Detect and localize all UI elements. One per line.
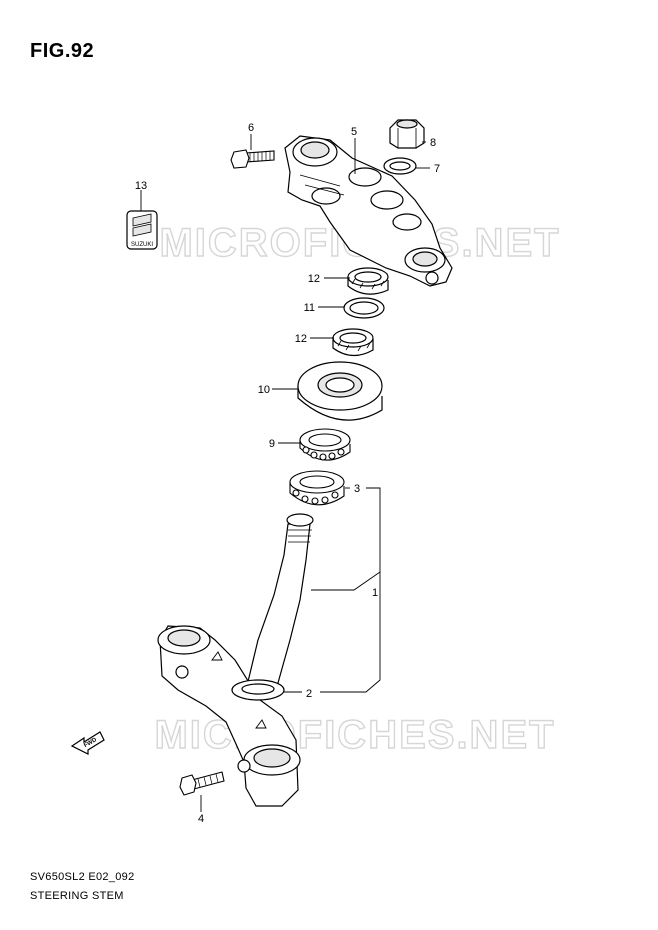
callout-8[interactable]: 8 bbox=[430, 137, 436, 149]
lower-bearing[interactable] bbox=[289, 470, 345, 506]
watermark-bottom: MICROFICHES.NET bbox=[154, 713, 555, 757]
washer-upper[interactable] bbox=[383, 157, 417, 175]
bolt-upper[interactable] bbox=[230, 149, 275, 169]
stem-head-nut[interactable] bbox=[389, 119, 425, 149]
callout-9[interactable]: 9 bbox=[269, 438, 275, 450]
washer-middle[interactable] bbox=[343, 297, 385, 319]
leader-lines bbox=[140, 134, 430, 812]
callout-4[interactable]: 4 bbox=[198, 813, 204, 825]
callout-10[interactable]: 10 bbox=[258, 384, 270, 396]
figure-name: STEERING STEM bbox=[30, 890, 124, 902]
callout-7[interactable]: 7 bbox=[434, 163, 440, 175]
upper-bracket[interactable] bbox=[284, 135, 453, 287]
callout-13[interactable]: 13 bbox=[135, 180, 147, 192]
emblem[interactable]: SUZUKI bbox=[126, 210, 158, 250]
forward-arrow: FWD bbox=[70, 731, 105, 755]
callout-2[interactable]: 2 bbox=[306, 688, 312, 700]
callout-5[interactable]: 5 bbox=[351, 126, 357, 138]
emblem-logo-text: SUZUKI bbox=[131, 242, 153, 248]
upper-bearing[interactable] bbox=[299, 428, 351, 461]
callout-12-upper[interactable]: 12 bbox=[308, 273, 320, 285]
figure-code: SV650SL2 E02_092 bbox=[30, 871, 135, 883]
steering-stem[interactable] bbox=[157, 513, 314, 807]
callout-1[interactable]: 1 bbox=[372, 587, 378, 599]
callout-labels: 6 5 8 7 13 12 11 12 10 9 3 1 2 4 bbox=[135, 122, 440, 825]
callout-12-lower[interactable]: 12 bbox=[295, 333, 307, 345]
stem-lock-nut[interactable] bbox=[347, 267, 389, 295]
callout-6[interactable]: 6 bbox=[248, 122, 254, 134]
callout-3[interactable]: 3 bbox=[354, 483, 360, 495]
callout-11[interactable]: 11 bbox=[304, 302, 315, 314]
bolt-lower[interactable] bbox=[179, 771, 225, 796]
dust-seal-cover[interactable] bbox=[297, 361, 383, 421]
figure-title: FIG.92 bbox=[30, 40, 95, 62]
stem-nut[interactable] bbox=[332, 328, 374, 357]
